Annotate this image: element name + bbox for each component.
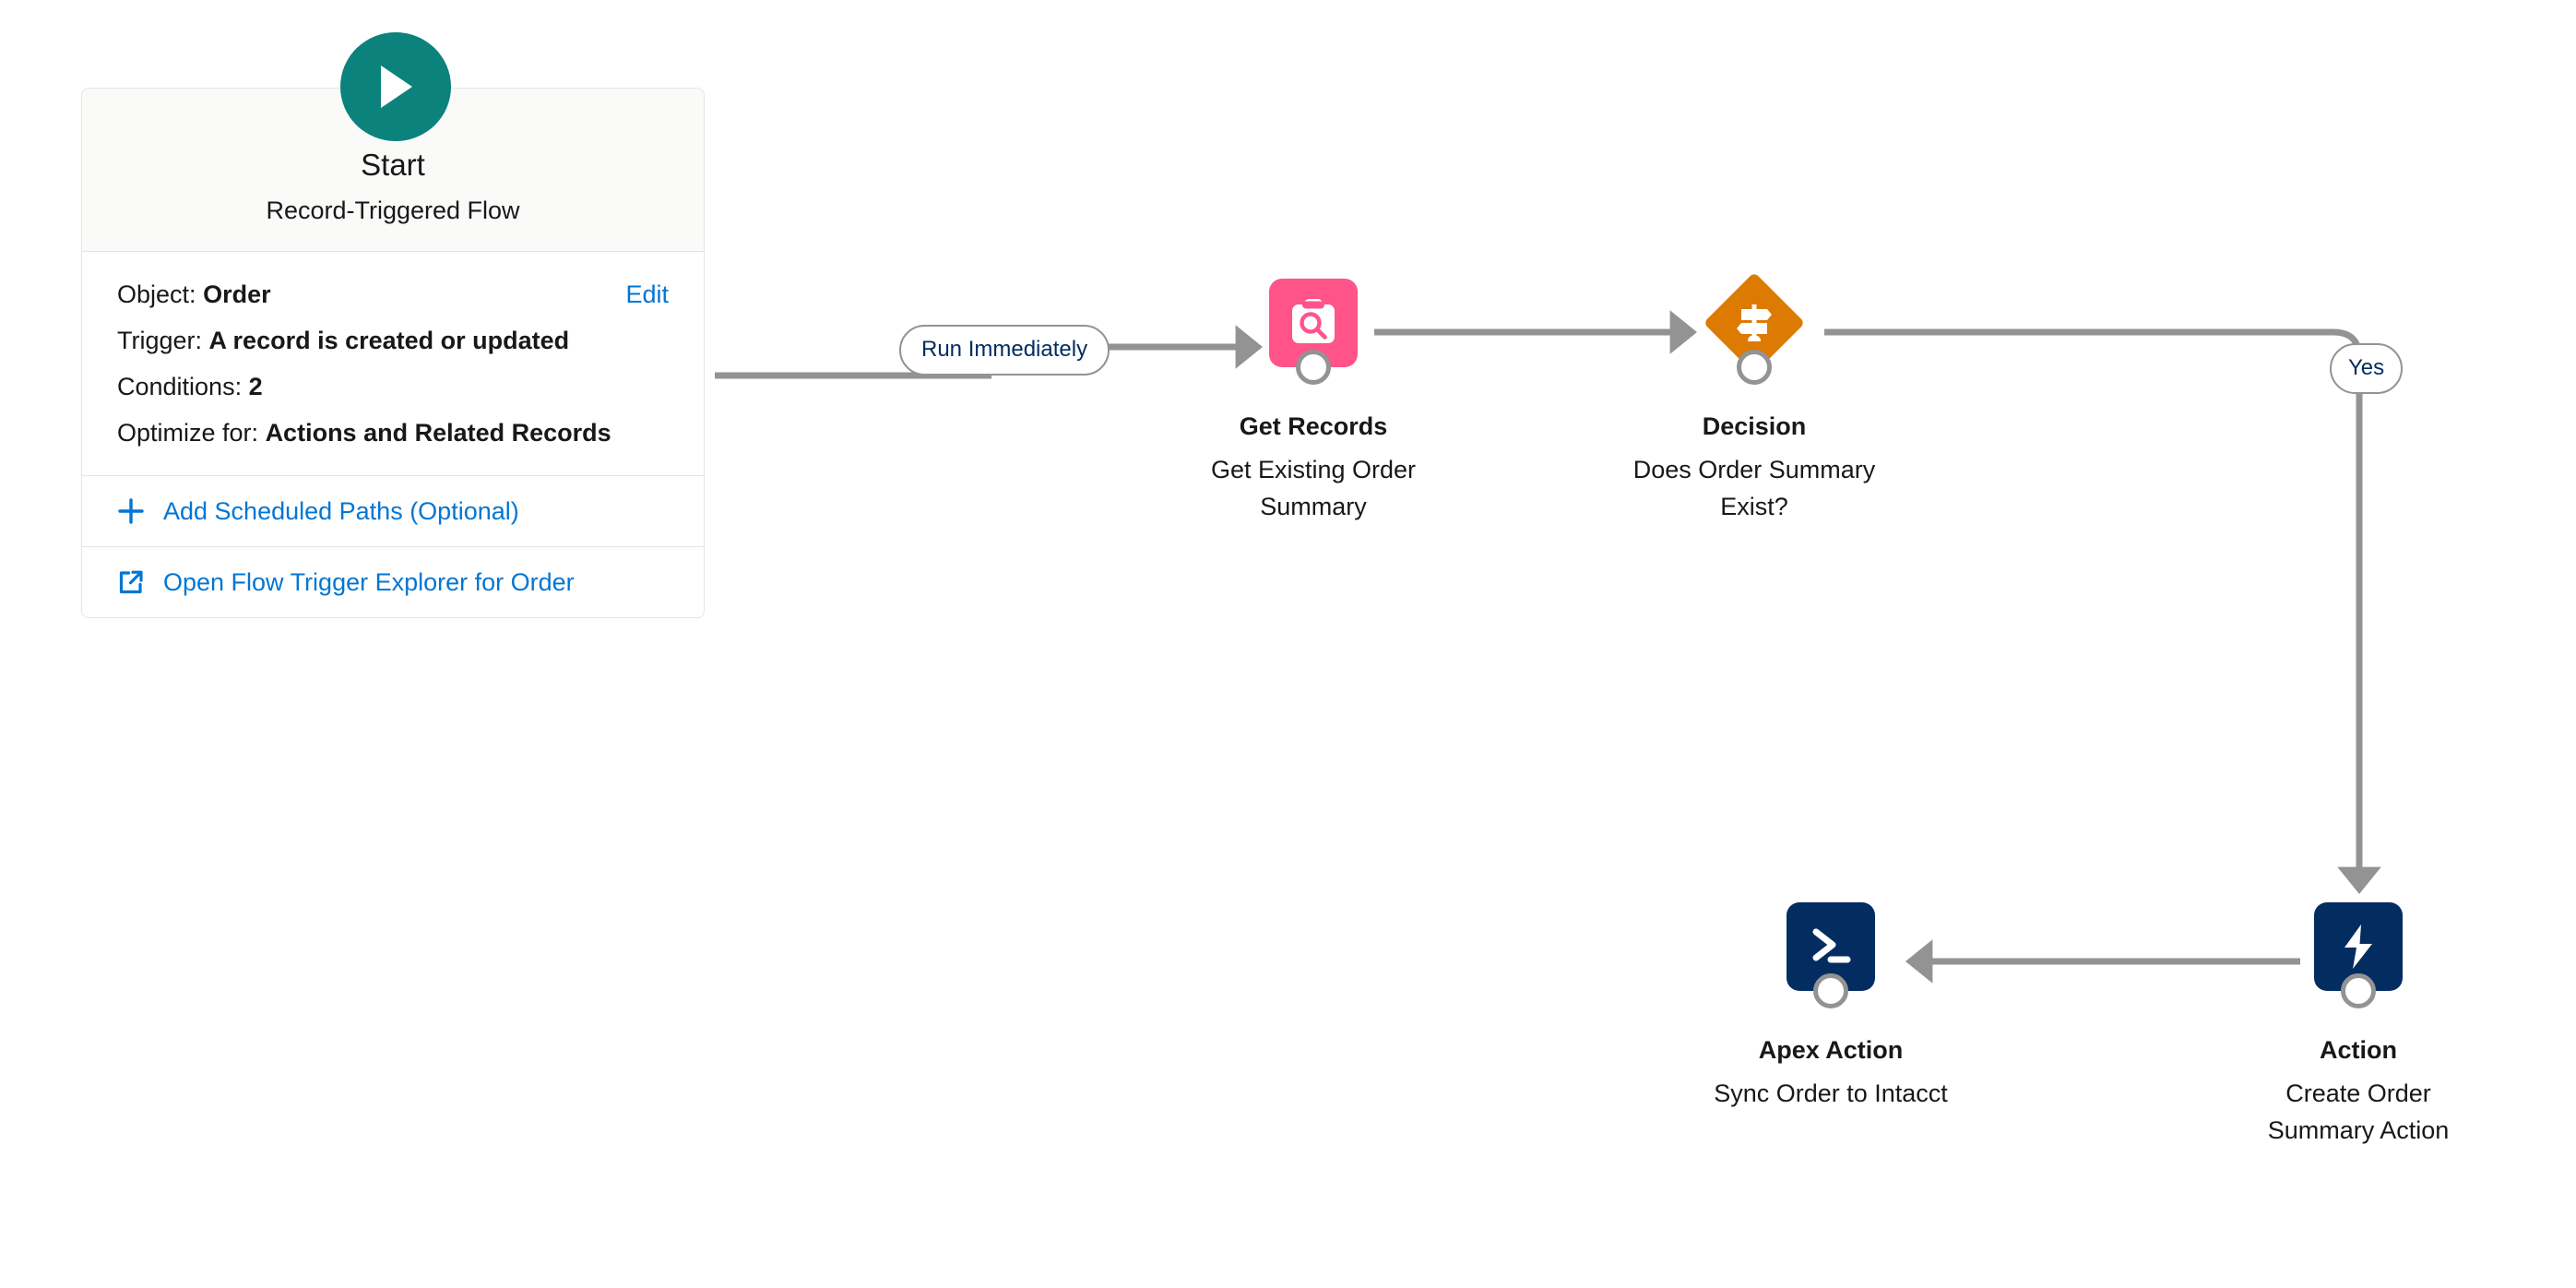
decision-connector-dot[interactable] — [1737, 350, 1772, 385]
get-records-subtitle: Get Existing Order Summary — [1210, 456, 1417, 520]
start-detail-trigger-label: Trigger: — [117, 327, 203, 355]
start-detail-trigger: Trigger: A record is created or updated — [117, 318, 669, 364]
open-flow-trigger-explorer-link[interactable]: Open Flow Trigger Explorer for Order — [82, 546, 704, 617]
start-detail-optimize-label: Optimize for: — [117, 419, 259, 447]
apex-action-icon-wrap — [1665, 902, 1997, 1015]
action-subtitle: Create Order Summary Action — [2267, 1079, 2450, 1144]
action-title: Action — [2320, 1036, 2397, 1064]
flow-node-get-records[interactable]: Get Records Get Existing Order Summary — [1147, 279, 1479, 525]
start-detail-conditions-label: Conditions: — [117, 373, 243, 401]
start-play-icon — [340, 32, 451, 141]
flow-node-action[interactable]: Action Create Order Summary Action — [2192, 902, 2524, 1149]
decision-icon-wrap — [1588, 271, 1920, 391]
add-scheduled-paths-label: Add Scheduled Paths (Optional) — [163, 496, 519, 525]
open-flow-trigger-explorer-label: Open Flow Trigger Explorer for Order — [163, 567, 575, 596]
apex-action-title: Apex Action — [1758, 1036, 1904, 1064]
apex-action-icon-box[interactable] — [1787, 902, 1875, 1008]
terminal-prompt-icon — [1812, 928, 1851, 963]
start-detail-optimize-value: Actions and Related Records — [265, 419, 611, 447]
start-detail-object: Object: Order Edit — [117, 272, 669, 318]
apex-action-connector-dot[interactable] — [1813, 973, 1848, 1008]
start-detail-trigger-value: A record is created or updated — [208, 327, 570, 355]
get-records-title: Get Records — [1239, 412, 1388, 440]
add-scheduled-paths-link[interactable]: Add Scheduled Paths (Optional) — [82, 475, 704, 546]
flow-node-decision[interactable]: Decision Does Order Summary Exist? — [1588, 271, 1920, 525]
apex-action-subtitle: Sync Order to Intacct — [1714, 1079, 1948, 1108]
signpost-icon — [1737, 304, 1772, 341]
connector-label-yes[interactable]: Yes — [2330, 343, 2404, 394]
flow-node-apex-action[interactable]: Apex Action Sync Order to Intacct — [1665, 902, 1997, 1113]
get-records-connector-dot[interactable] — [1296, 350, 1331, 385]
start-detail-optimize: Optimize for: Actions and Related Record… — [117, 411, 669, 457]
start-subtitle: Record-Triggered Flow — [266, 197, 520, 225]
action-icon-wrap — [2192, 902, 2524, 1015]
start-detail-object-value: Order — [203, 280, 271, 309]
get-records-icon-box[interactable] — [1269, 279, 1358, 385]
start-node-card[interactable]: Start Record-Triggered Flow Object: Orde… — [81, 88, 705, 619]
start-detail-conditions: Conditions: 2 — [117, 364, 669, 411]
action-connector-dot[interactable] — [2341, 973, 2376, 1008]
start-card-details: Object: Order Edit Trigger: A record is … — [82, 252, 704, 475]
get-records-icon-wrap — [1147, 279, 1479, 391]
connector-label-run-immediately[interactable]: Run Immediately — [899, 325, 1110, 376]
start-detail-conditions-value: 2 — [248, 373, 263, 401]
plus-icon — [117, 497, 145, 525]
lightning-bolt-icon — [2345, 924, 2372, 969]
edit-start-link[interactable]: Edit — [625, 280, 669, 309]
start-title: Start — [361, 148, 425, 182]
decision-subtitle: Does Order Summary Exist? — [1632, 456, 1876, 520]
external-link-icon — [117, 568, 145, 596]
start-detail-object-label: Object: — [117, 280, 196, 309]
decision-title: Decision — [1702, 412, 1807, 440]
decision-diamond[interactable] — [1703, 271, 1806, 385]
action-icon-box[interactable] — [2314, 902, 2403, 1008]
clipboard-search-icon — [1292, 299, 1335, 343]
